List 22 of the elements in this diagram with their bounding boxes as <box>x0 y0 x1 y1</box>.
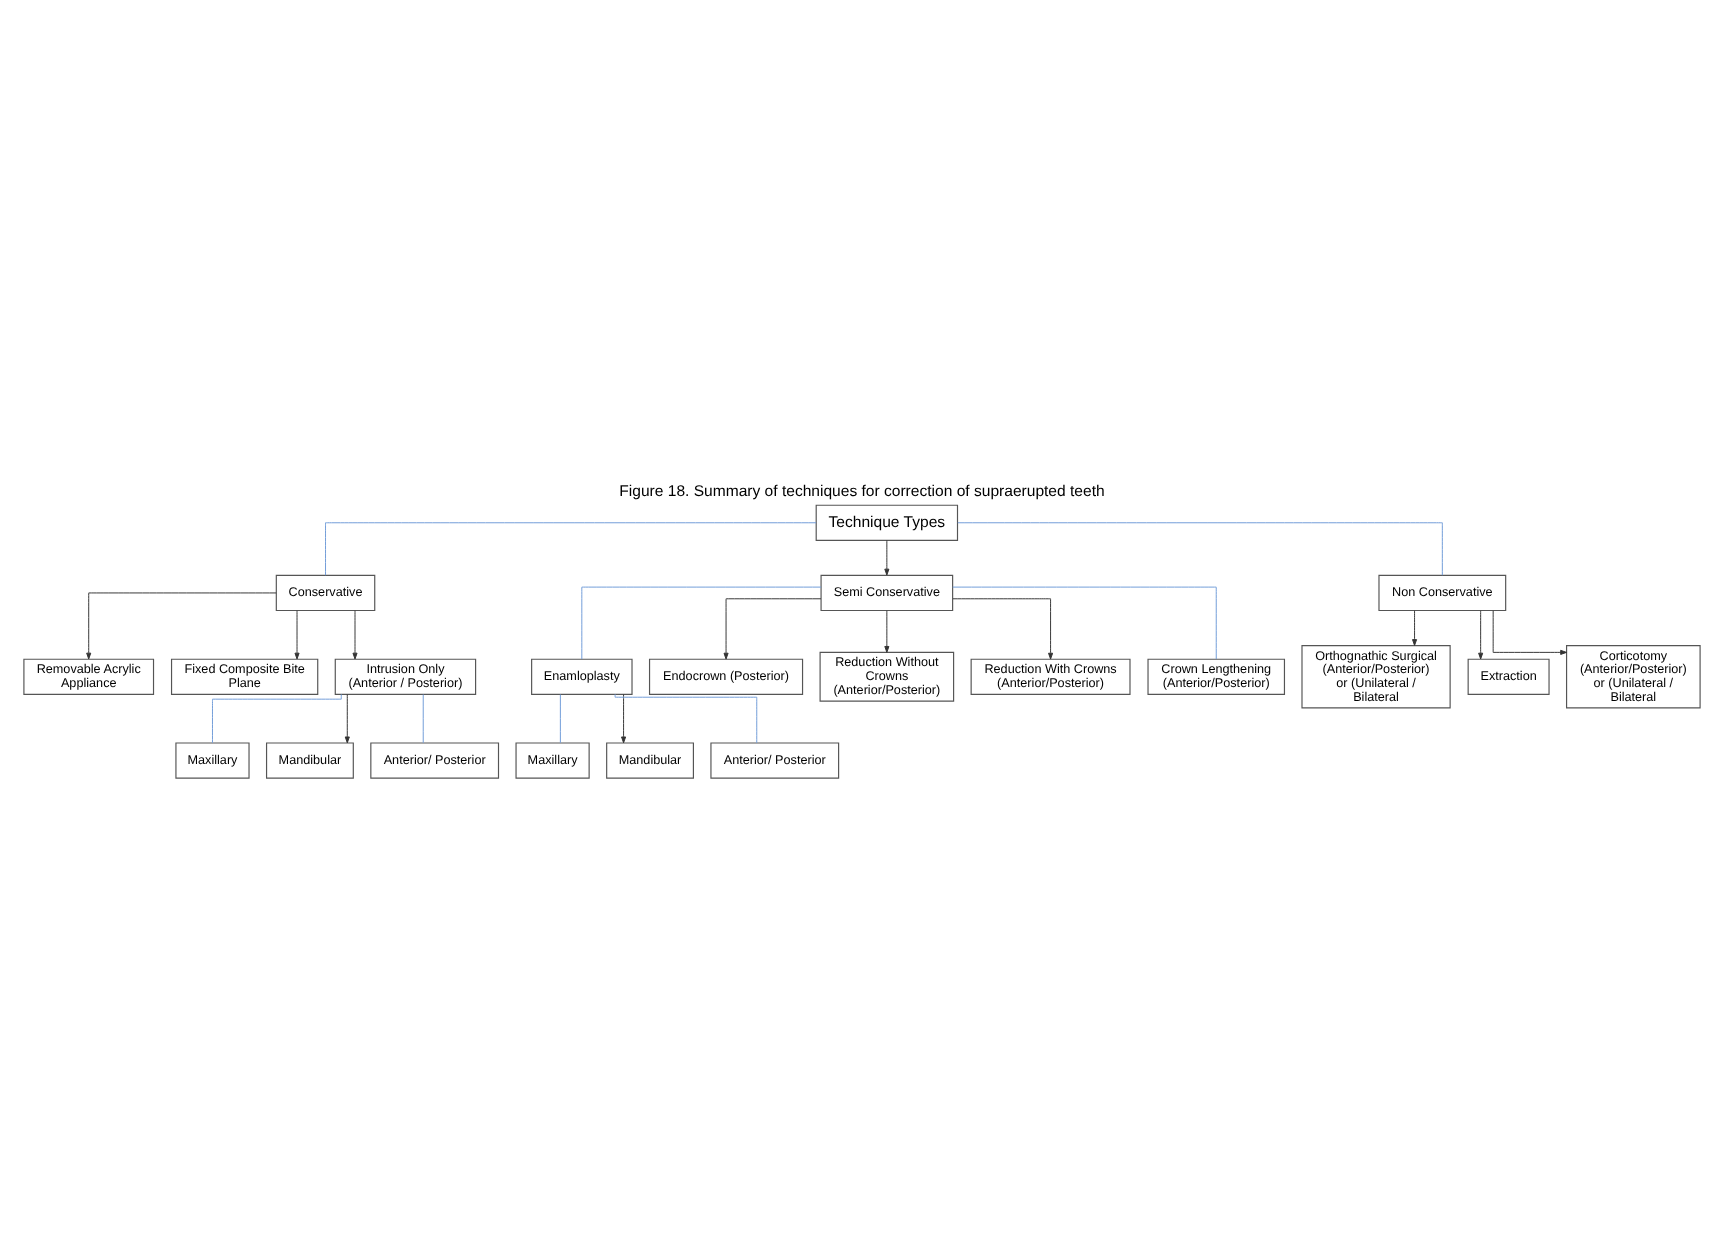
arrow <box>884 609 890 652</box>
arrow <box>1412 609 1418 645</box>
connector <box>422 693 424 743</box>
arrow <box>86 591 277 659</box>
arrow <box>621 693 627 743</box>
arrow <box>952 597 1054 659</box>
connector <box>581 585 822 659</box>
arrow <box>723 597 822 659</box>
diagram-title: Figure 18. Summary of techniques for correction of supraerupted teeth <box>619 481 1105 500</box>
connector <box>325 521 817 575</box>
connector <box>952 585 1217 659</box>
connector <box>614 692 758 743</box>
arrow <box>344 693 350 743</box>
node-box: Technique Types <box>815 503 959 540</box>
connector <box>957 521 1443 575</box>
arrow <box>1478 609 1484 659</box>
connector <box>559 693 561 743</box>
arrow <box>1492 609 1567 654</box>
arrow <box>294 609 300 659</box>
arrow <box>352 609 358 659</box>
arrow <box>884 539 890 575</box>
connector <box>212 692 342 743</box>
